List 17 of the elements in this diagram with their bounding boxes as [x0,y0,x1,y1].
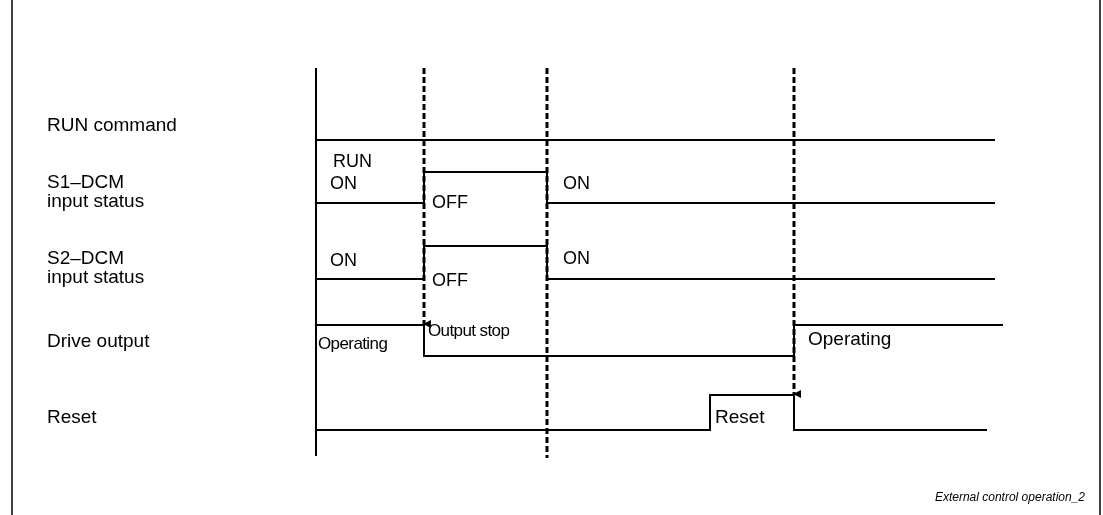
state-label: Output stop [428,322,510,340]
signal-name: RUN command [47,115,177,135]
state-label: ON [563,249,590,268]
state-label: ON [330,174,357,193]
state-label: Operating [318,335,388,353]
caption: External control operation_2 [934,491,1085,504]
state-label: OFF [432,271,468,290]
signal-name: S1–DCM input status [47,172,146,210]
state-label: ON [330,251,357,270]
signal-name: S2–DCM input status [47,248,146,286]
state-label: RUN [333,152,372,171]
signal-name: Drive output [47,331,150,351]
signal-name: Reset [47,407,97,427]
state-label: OFF [432,193,468,212]
state-label: Operating [808,329,892,349]
state-label: Reset [715,407,765,427]
state-label: ON [563,174,590,193]
